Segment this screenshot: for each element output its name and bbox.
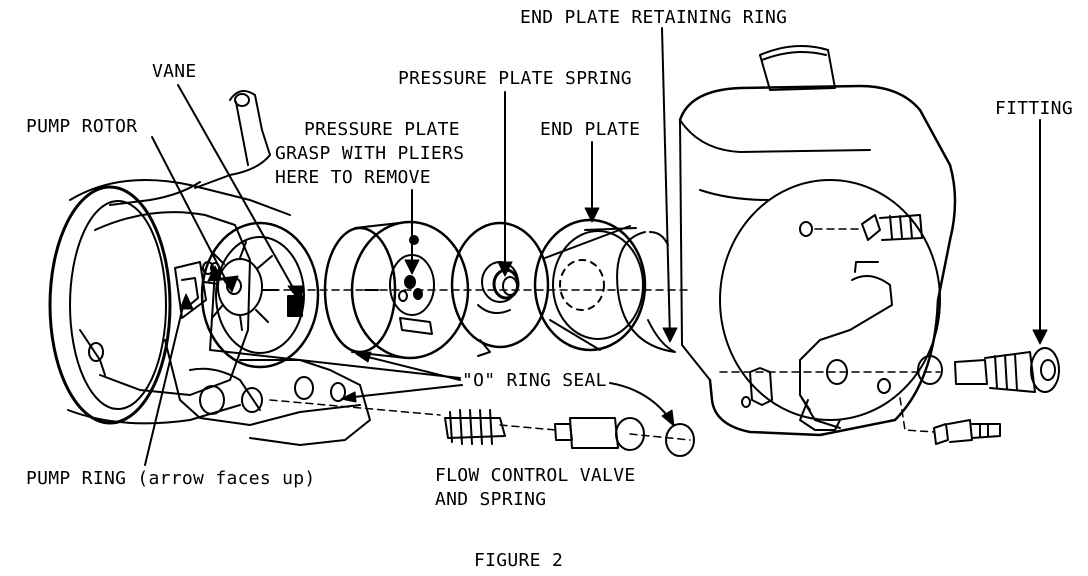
flow-control-valve: [445, 410, 694, 456]
alignment-lines: [270, 229, 940, 440]
label-fitting: FITTING: [995, 98, 1073, 119]
label-grasp-line1: GRASP WITH PLIERS: [275, 143, 465, 164]
label-flow-control-line2: AND SPRING: [435, 489, 547, 510]
reservoir: [680, 46, 1000, 444]
fitting-assembly: [918, 348, 1059, 392]
arrowheads: [180, 208, 1047, 426]
label-grasp-line2: HERE TO REMOVE: [275, 167, 431, 188]
label-pump-rotor: PUMP ROTOR: [26, 116, 138, 137]
pressure-plate-spring: [452, 223, 548, 356]
label-flow-control-line1: FLOW CONTROL VALVE: [435, 465, 636, 486]
label-end-plate-retaining-ring: END PLATE RETAINING RING: [520, 7, 788, 28]
label-pump-ring: PUMP RING (arrow faces up): [26, 468, 316, 489]
label-pressure-plate-spring: PRESSURE PLATE SPRING: [398, 68, 632, 89]
leader-lines: [145, 28, 1040, 465]
pump-housing: [50, 91, 370, 445]
label-o-ring-seal: "O" RING SEAL: [462, 370, 607, 391]
label-end-plate: END PLATE: [540, 119, 641, 140]
label-vane: VANE: [152, 61, 197, 82]
end-plate: [535, 220, 645, 350]
figure-caption: FIGURE 2: [474, 550, 564, 571]
label-pressure-plate: PRESSURE PLATE: [304, 119, 460, 140]
